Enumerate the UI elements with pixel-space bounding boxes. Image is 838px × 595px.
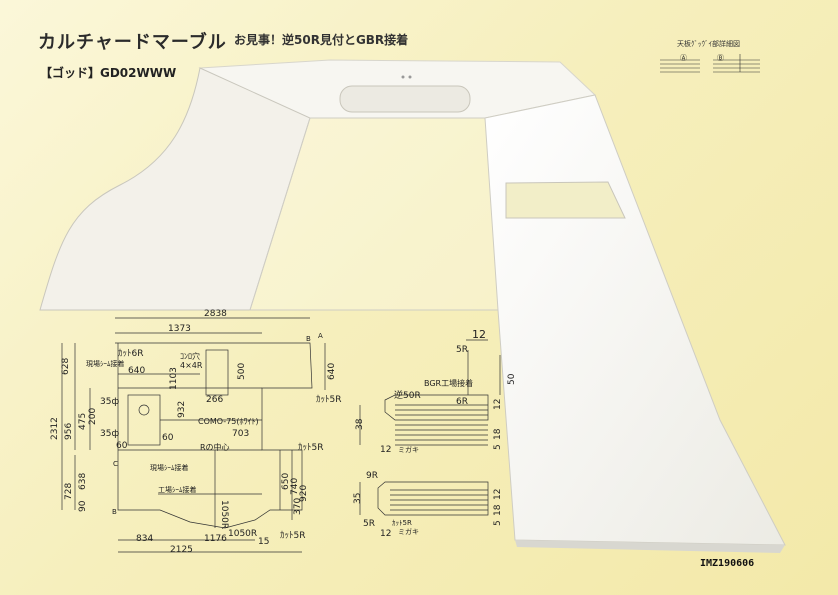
label-b2: B [306, 335, 311, 343]
dim-35b: 35ф [100, 429, 119, 439]
detail-12d: 12 [493, 489, 503, 500]
counter-front-edge [515, 540, 785, 553]
note-site-joint2: 現場ｼｰﾑ接着 [150, 463, 189, 472]
note-factory-joint: 工場ｼｰﾑ接着 [158, 485, 197, 494]
dim-932: 932 [177, 401, 187, 418]
note-cut5r: ｶｯﾄ5R [316, 394, 341, 405]
dim-740: 740 [290, 478, 300, 495]
detail-5r: 5R [456, 345, 468, 355]
dim-2125: 2125 [170, 545, 193, 555]
dim-266: 266 [206, 395, 223, 405]
stove-rect [205, 349, 229, 396]
dim-90: 90 [78, 500, 88, 512]
edge-detail-a [384, 350, 489, 421]
dim-920: 920 [299, 485, 309, 502]
dim-370: 370 [293, 498, 303, 515]
legend-a: Ⓐ [680, 54, 687, 62]
dim-638: 638 [78, 473, 88, 490]
detail-migaki: ミガキ [398, 445, 419, 454]
note-rcenter: Rの中心 [200, 442, 230, 452]
edge-detail-b-lines [390, 489, 488, 511]
dim-703: 703 [232, 429, 249, 439]
edge-detail-b [377, 481, 489, 516]
detail-12b: 12 [380, 445, 391, 455]
dim-1373: 1373 [168, 324, 191, 334]
note-stove-size: 4×4R [180, 361, 203, 370]
detail-5b: 5 [493, 520, 503, 526]
dim-60a: 60 [116, 441, 128, 451]
detail-35c: 35 [353, 493, 363, 504]
dim-1103: 1103 [169, 367, 179, 390]
detail-6r: 6R [456, 397, 468, 407]
counter-left-curve [39, 67, 311, 311]
dim-15: 15 [258, 537, 269, 547]
note-cut5rb: ｶｯﾄ5R [298, 442, 323, 453]
dim-728: 728 [64, 483, 74, 500]
note-cut6r: ｶｯﾄ6R [118, 348, 143, 359]
dim-60b: 60 [162, 433, 174, 443]
detail-12top: 12 [472, 328, 486, 341]
detail-50: 50 [507, 373, 517, 385]
detail-12c: 12 [380, 529, 391, 539]
label-a: A [318, 332, 323, 340]
dim-640b: 640 [327, 363, 337, 380]
legend-title: 天板ｸﾞｯｳﾞｲ部詳細図 [677, 40, 740, 48]
dim-500: 500 [237, 363, 247, 380]
legend-diagram [660, 54, 760, 73]
detail-12a: 12 [493, 399, 503, 410]
detail-migaki2: ミガキ [398, 527, 419, 536]
product-code: 【ゴッド】GD02WWW [40, 66, 177, 80]
legend-b: Ⓑ [717, 54, 724, 62]
dim-834: 834 [136, 534, 153, 544]
edge-detail-a-lines [395, 404, 488, 446]
page-title: カルチャードマーブル [38, 32, 227, 53]
detail-5: 5 [493, 444, 503, 450]
dim-2838: 2838 [204, 309, 227, 319]
stove-cutout [505, 181, 626, 219]
dim-956: 956 [64, 423, 74, 440]
detail-38: 38 [355, 418, 365, 430]
dim-1050rb: 1050R [228, 529, 257, 539]
dim-640: 640 [128, 366, 145, 376]
label-b: B [112, 508, 117, 516]
dim-200: 200 [88, 408, 98, 425]
dim-475: 475 [78, 413, 88, 430]
detail-bgr: BGR工場接着 [424, 378, 473, 388]
note-site-joint: 現場ｼｰﾑ接着 [86, 359, 125, 368]
plan-outline [115, 342, 313, 529]
dim-1050r: 1050R [219, 500, 229, 529]
detail-9r: 9R [366, 471, 378, 481]
label-c: C [113, 460, 118, 468]
detail-50r: 逆50R [394, 389, 421, 401]
detail-18b: 18 [493, 504, 503, 516]
page-subtitle: お見事！逆50R見付とGBR接着 [234, 33, 409, 47]
dim-1176: 1176 [204, 534, 227, 544]
dim-2312: 2312 [50, 417, 60, 440]
footer-code: IMZ190606 [700, 558, 755, 569]
dim-35a: 35ф [100, 397, 119, 407]
sink-drain [138, 404, 150, 416]
detail-18: 18 [493, 428, 503, 440]
detail-5rb: 5R [363, 519, 375, 529]
dim-628: 628 [61, 358, 71, 375]
sink-rect [127, 394, 161, 446]
faucet-hole [401, 75, 405, 79]
sink-bowl [339, 85, 471, 113]
note-cut5rc: ｶｯﾄ5R [280, 530, 305, 541]
detail-5rc: ｶｯﾄ5R [392, 519, 412, 527]
note-como: COMO-75(ﾎﾜｲﾄ) [198, 417, 259, 426]
note-stove: ｺﾝﾛ穴 [180, 351, 200, 361]
faucet-hole [408, 75, 412, 79]
dim-650: 650 [281, 473, 291, 490]
